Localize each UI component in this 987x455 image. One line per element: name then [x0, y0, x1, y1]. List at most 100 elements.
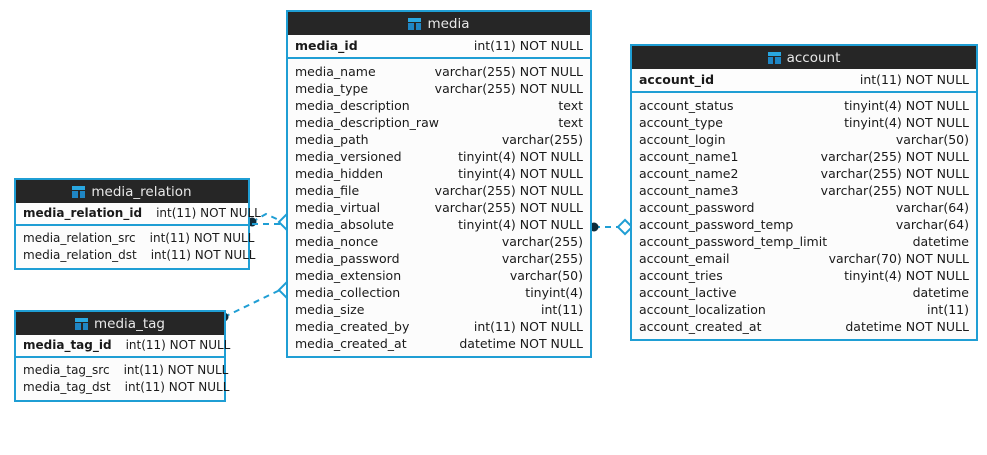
column-name: media_id	[295, 38, 358, 53]
column-name: account_type	[639, 115, 723, 130]
column-name: media_virtual	[295, 200, 381, 215]
column-name: media_file	[295, 183, 360, 198]
primary-key-row[interactable]: media_tag_id int(11) NOT NULL	[16, 335, 230, 358]
entity-media_tag-header: media_tag	[16, 312, 224, 335]
entity-media_tag-columns: media_tag_src int(11) NOT NULL media_tag_…	[16, 358, 229, 400]
column-type: varchar(50)	[509, 268, 583, 283]
column-type: tinyint(4)	[525, 285, 583, 300]
column-row[interactable]: media_path varchar(255)	[288, 131, 590, 148]
column-name: media_relation_dst	[23, 248, 137, 262]
entity-media_relation-title: media_relation	[91, 183, 192, 200]
column-name: media_created_at	[295, 336, 407, 351]
column-type: varchar(255) NOT NULL	[434, 200, 583, 215]
column-name: account_password_temp_limit	[639, 234, 828, 249]
column-row[interactable]: media_tag_src int(11) NOT NULL	[16, 362, 228, 379]
column-name: media_tag_dst	[23, 380, 111, 394]
column-name: media_tag_src	[23, 363, 110, 377]
column-type: text	[558, 115, 583, 130]
column-type: varchar(50)	[895, 132, 969, 147]
column-name: media_name	[295, 64, 376, 79]
column-name: media_relation_id	[23, 206, 143, 220]
edge-media-account	[589, 218, 634, 236]
column-type: text	[558, 98, 583, 113]
column-name: media_relation_src	[23, 231, 136, 245]
column-type: varchar(255)	[501, 132, 583, 147]
column-row[interactable]: account_lactive datetime	[632, 284, 976, 301]
primary-key-row[interactable]: account_id int(11) NOT NULL	[632, 69, 976, 93]
column-type: int(11) NOT NULL	[124, 380, 230, 394]
column-row[interactable]: account_email varchar(70) NOT NULL	[632, 250, 976, 267]
column-name: account_name3	[639, 183, 739, 198]
column-name: media_size	[295, 302, 365, 317]
entity-media[interactable]: media media_id int(11) NOT NULL media_na…	[286, 10, 592, 358]
column-name: media_hidden	[295, 166, 384, 181]
column-name: media_versioned	[295, 149, 402, 164]
column-name: account_id	[639, 72, 715, 87]
column-name: media_extension	[295, 268, 402, 283]
entity-media_relation[interactable]: media_relation media_relation_id int(11)…	[14, 178, 261, 270]
entity-media_tag-title: media_tag	[94, 315, 165, 332]
column-row[interactable]: media_file varchar(255) NOT NULL	[288, 182, 590, 199]
entity-media_tag[interactable]: media_tag media_tag_id int(11) NOT NULL …	[14, 310, 230, 402]
table-icon	[408, 17, 422, 30]
column-type: tinyint(4) NOT NULL	[458, 217, 583, 232]
entity-account[interactable]: account account_id int(11) NOT NULL acco…	[630, 44, 978, 341]
column-row[interactable]: media_tag_dst int(11) NOT NULL	[16, 379, 229, 396]
column-type: int(11) NOT NULL	[156, 206, 261, 220]
column-name: account_password_temp	[639, 217, 794, 232]
column-type: int(11) NOT NULL	[123, 363, 229, 377]
column-type: int(11) NOT NULL	[150, 248, 256, 262]
column-name: account_lactive	[639, 285, 737, 300]
column-name: media_path	[295, 132, 369, 147]
column-type: varchar(70) NOT NULL	[828, 251, 969, 266]
column-name: account_tries	[639, 268, 723, 283]
column-name: account_localization	[639, 302, 766, 317]
entity-account-header: account	[632, 46, 976, 69]
column-row[interactable]: account_login varchar(50)	[632, 131, 976, 148]
primary-key-row[interactable]: media_id int(11) NOT NULL	[288, 35, 590, 59]
primary-key-row[interactable]: media_relation_id int(11) NOT NULL	[16, 203, 261, 226]
column-row[interactable]: media_description text	[288, 97, 590, 114]
column-row[interactable]: media_extension varchar(50)	[288, 267, 590, 284]
column-row[interactable]: account_password_temp_limit datetime	[632, 233, 976, 250]
column-type: varchar(255) NOT NULL	[434, 183, 583, 198]
column-type: int(11) NOT NULL	[125, 338, 231, 352]
column-row[interactable]: media_virtual varchar(255) NOT NULL	[288, 199, 590, 216]
column-type: datetime	[912, 285, 969, 300]
column-row[interactable]: account_password_temp varchar(64)	[632, 216, 976, 233]
column-type: varchar(64)	[895, 200, 969, 215]
column-type: varchar(255)	[501, 251, 583, 266]
column-name: account_login	[639, 132, 726, 147]
column-type: varchar(64)	[895, 217, 969, 232]
column-name: account_email	[639, 251, 730, 266]
column-type: datetime	[912, 234, 969, 249]
column-name: media_description	[295, 98, 410, 113]
column-row[interactable]: media_relation_dst int(11) NOT NULL	[16, 247, 255, 264]
column-type: int(11) NOT NULL	[859, 72, 969, 87]
column-name: account_status	[639, 98, 734, 113]
